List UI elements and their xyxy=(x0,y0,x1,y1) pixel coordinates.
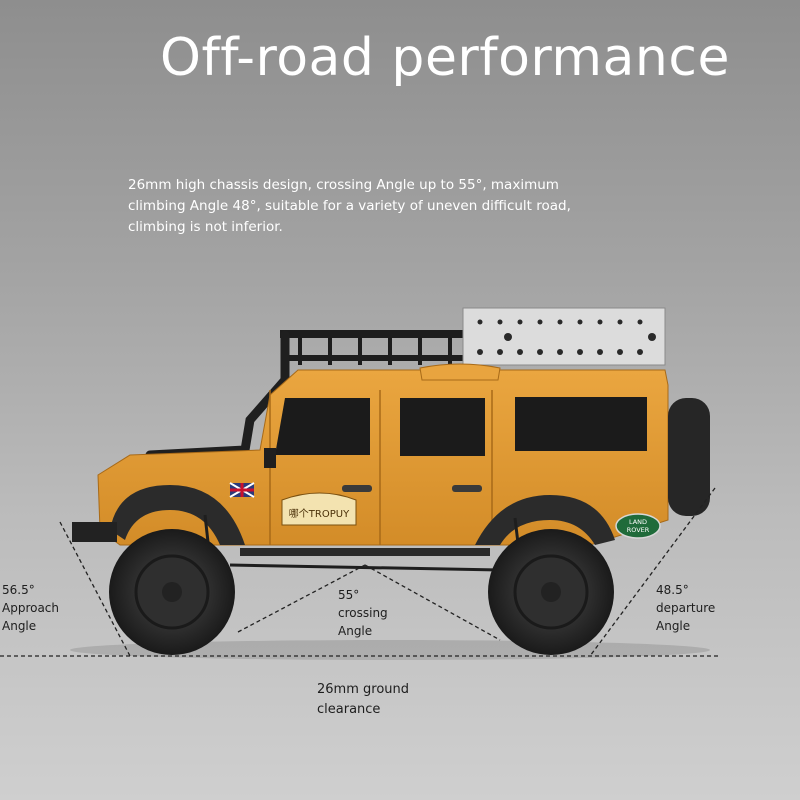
rear-wheel xyxy=(488,529,614,655)
land-rover-emblem xyxy=(615,513,661,539)
ground-clearance-line1: 26mm ground xyxy=(317,682,409,697)
description-text: 26mm high chassis design, crossing Angle… xyxy=(128,177,571,235)
door-badge-text: 哪个TROPUY xyxy=(289,508,350,520)
crossing-angle-value: 55° xyxy=(338,588,360,602)
ground-clearance-label: 26mm ground clearance xyxy=(317,680,409,720)
emblem-text-2: ROVER xyxy=(627,526,650,534)
crossing-angle-line1: crossing xyxy=(338,606,388,620)
approach-angle-line1: Approach xyxy=(2,601,60,615)
crossing-angle-label: 55° crossing Angle xyxy=(338,586,388,640)
crossing-angle-line2: Angle xyxy=(338,624,373,638)
roof-rack xyxy=(280,307,666,366)
approach-angle-label: 56.5° Approach Angle xyxy=(2,581,59,635)
vehicle-body: 哪个TROPUY LAND ROVER xyxy=(72,363,710,556)
departure-angle-label: 48.5° departure Angle xyxy=(656,581,715,635)
departure-angle-value: 48.5° xyxy=(656,583,689,597)
emblem-text-1: LAND xyxy=(629,518,647,526)
front-wheel xyxy=(109,529,235,655)
approach-angle-line2: Angle xyxy=(2,619,37,633)
angle-guide-lines xyxy=(0,487,718,657)
departure-angle-line1: departure xyxy=(656,601,716,615)
departure-angle-line2: Angle xyxy=(656,619,691,633)
approach-angle-value: 56.5° xyxy=(2,583,35,597)
page-title: Off-road performance xyxy=(160,28,730,88)
ground-clearance-line2: clearance xyxy=(317,702,381,717)
